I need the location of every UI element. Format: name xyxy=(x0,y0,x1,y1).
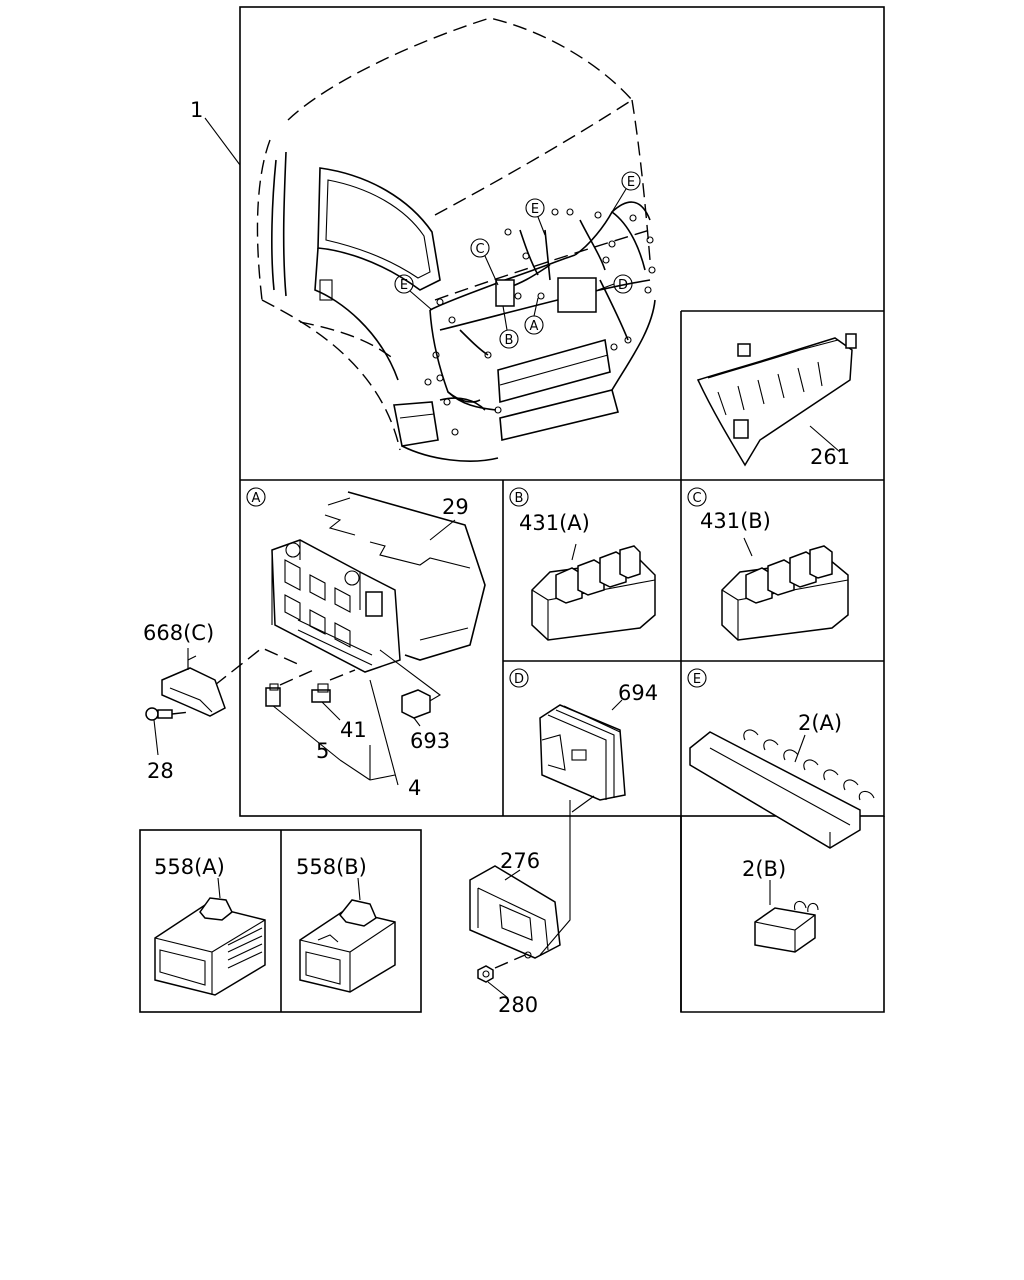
svg-text:C: C xyxy=(692,491,701,506)
cab-marker-d: D xyxy=(597,274,633,294)
callout-29: 29 xyxy=(442,495,469,519)
section-a-marker: A xyxy=(246,487,266,507)
part-5-fuse xyxy=(265,683,281,707)
svg-text:E: E xyxy=(693,672,701,687)
part-558b-connector xyxy=(299,877,396,993)
section-a-leader-lines xyxy=(214,647,441,786)
callout-558b: 558(B) xyxy=(296,855,367,879)
cab-marker-e: E xyxy=(611,171,641,213)
callout-2a: 2(A) xyxy=(798,711,842,735)
callout-41: 41 xyxy=(340,718,367,742)
callout-280: 280 xyxy=(498,993,538,1017)
callout-261: 261 xyxy=(810,445,850,469)
part-2b-relay xyxy=(754,880,819,953)
part-29-fuse-box-cover xyxy=(324,491,486,661)
callout-2b: 2(B) xyxy=(742,857,786,881)
callout-4: 4 xyxy=(408,776,421,800)
part-2a-fuse-strip xyxy=(689,729,875,849)
callout-558a: 558(A) xyxy=(154,855,225,879)
svg-text:D: D xyxy=(514,672,524,687)
part-693-relay xyxy=(401,689,431,727)
svg-text:D: D xyxy=(618,278,628,293)
cab-marker-b: B xyxy=(499,305,519,349)
part-431a-relay-block xyxy=(531,543,656,641)
svg-text:1: 1 xyxy=(190,98,203,122)
svg-text:A: A xyxy=(530,319,539,334)
truck-cab-harness-illustration xyxy=(256,17,656,462)
svg-text:E: E xyxy=(531,202,539,217)
callout-28: 28 xyxy=(147,759,174,783)
svg-text:E: E xyxy=(627,175,635,190)
part-41-fuse xyxy=(311,683,341,721)
callout-431b: 431(B) xyxy=(700,509,771,533)
svg-text:A: A xyxy=(252,491,261,506)
callout-668c: 668(C) xyxy=(143,621,214,645)
section-c-marker: C xyxy=(687,487,707,507)
section-b-marker: B xyxy=(509,487,529,507)
part-558a-connector xyxy=(154,877,266,996)
part-276-bracket xyxy=(469,800,571,959)
part-28-bolt xyxy=(145,707,191,756)
svg-text:B: B xyxy=(515,491,524,506)
frame-grid xyxy=(139,6,885,1013)
svg-text:B: B xyxy=(505,333,514,348)
part-280-nut xyxy=(477,954,526,999)
part-431b-relay-block xyxy=(721,537,849,641)
callout-276: 276 xyxy=(500,849,540,873)
part-668c-bracket xyxy=(161,648,226,717)
cab-marker-c: C xyxy=(470,238,499,286)
callout-5: 5 xyxy=(316,739,329,763)
fuse-relay-box xyxy=(271,539,401,673)
section-e-marker: E xyxy=(687,668,707,688)
svg-text:E: E xyxy=(400,278,408,293)
callout-431a: 431(A) xyxy=(519,511,590,535)
callout-1: 1 xyxy=(190,98,241,166)
part-261-cover xyxy=(696,333,857,467)
cab-marker-a: A xyxy=(524,297,544,335)
svg-text:C: C xyxy=(475,242,484,257)
cab-marker-e: E xyxy=(394,274,433,311)
cab-section-markers: C E E E D B A xyxy=(394,171,641,349)
callout-694: 694 xyxy=(618,681,658,705)
section-d-marker: D xyxy=(509,668,529,688)
part-694-controller xyxy=(539,699,626,813)
cab-marker-e: E xyxy=(525,198,546,236)
callout-693: 693 xyxy=(410,729,450,753)
